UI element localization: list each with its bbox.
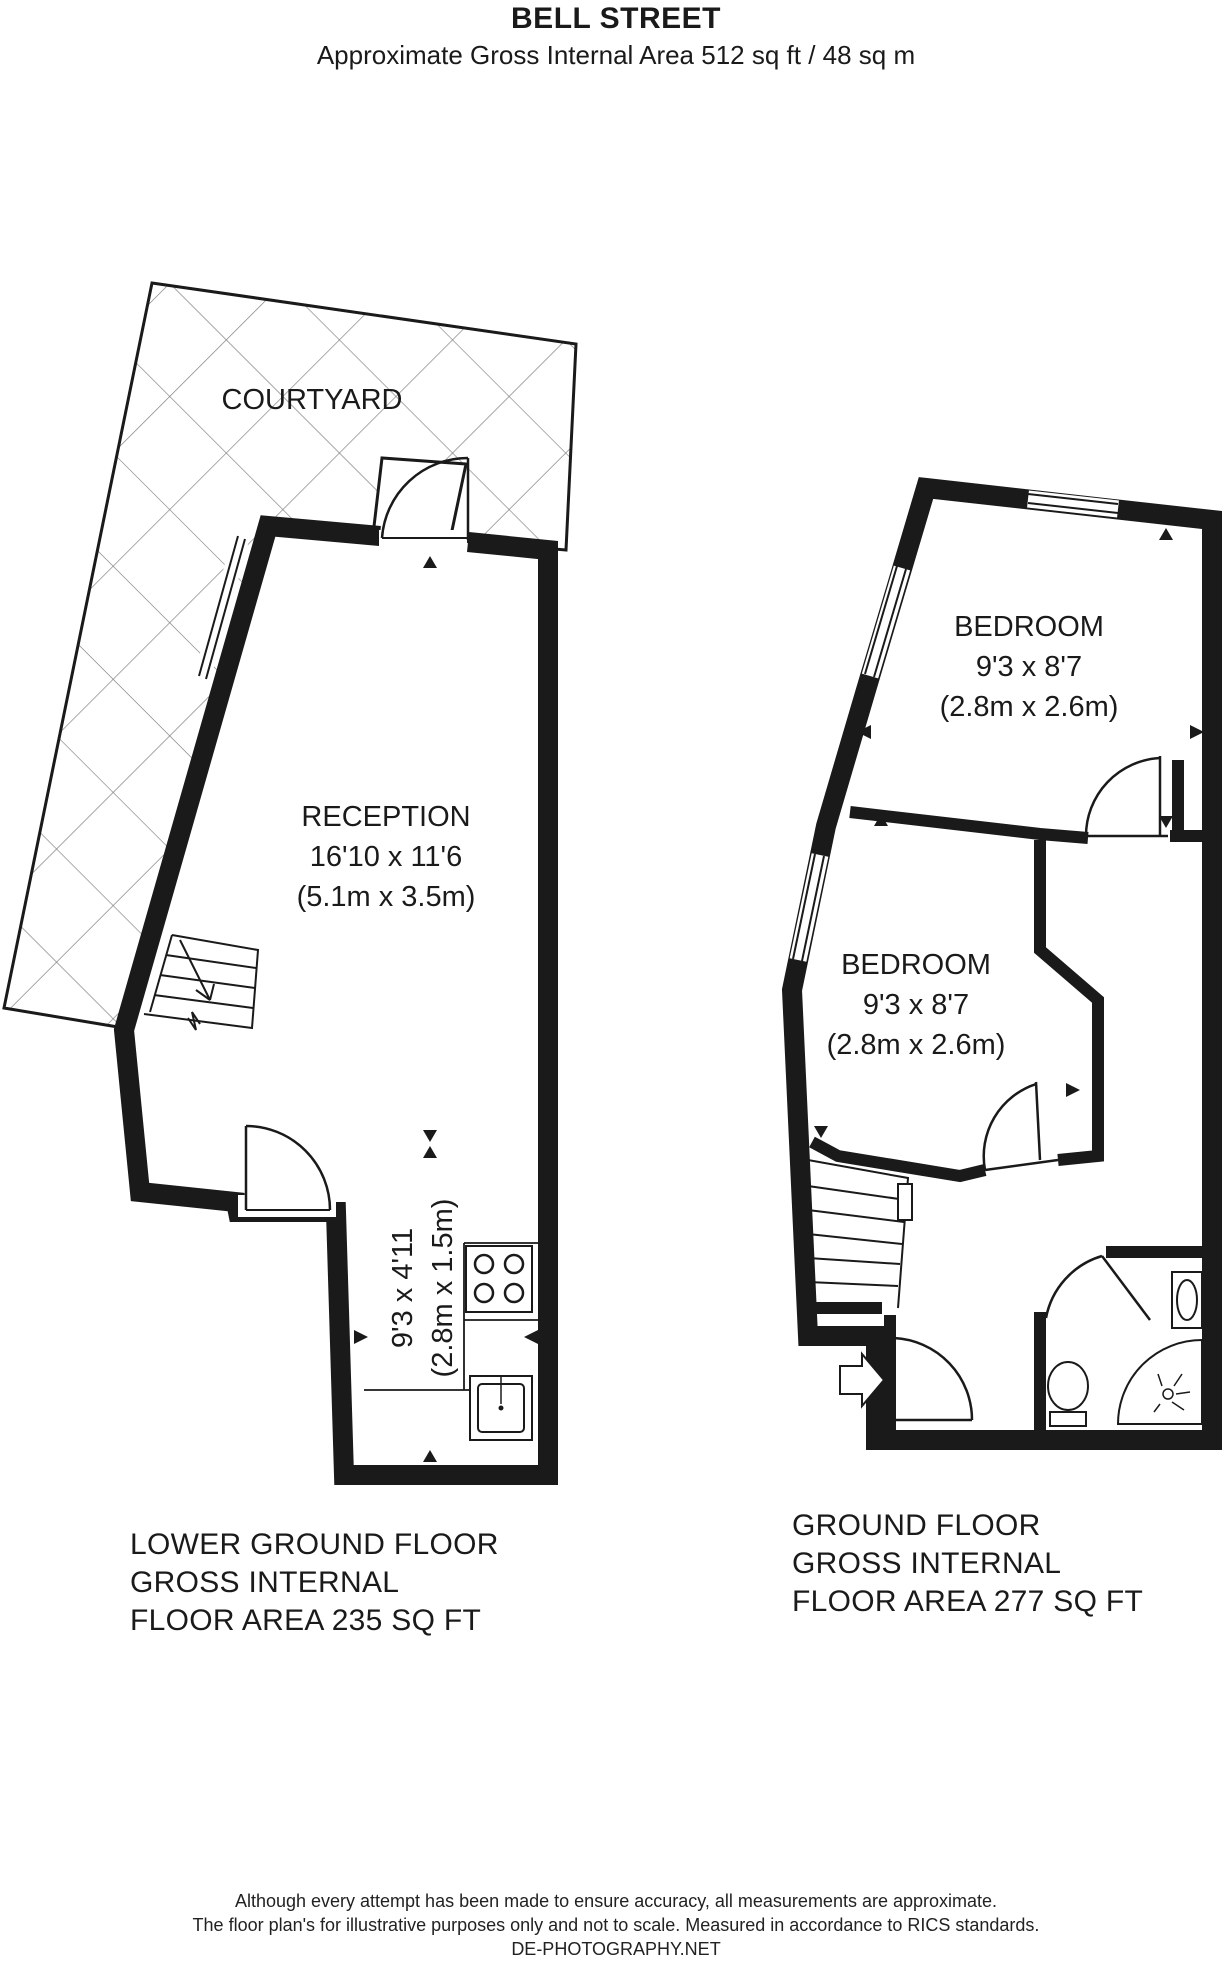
lower-floor-line3: FLOOR AREA 235 SQ FT [130, 1604, 482, 1637]
courtyard-door [379, 456, 470, 552]
bedroom1-top-window [1027, 490, 1119, 518]
reception-metric: (5.1m x 3.5m) [297, 881, 476, 913]
shower-icon [1116, 1338, 1203, 1425]
lower-floor-line2: GROSS INTERNAL [130, 1566, 400, 1599]
courtyard-area [2, 281, 578, 1030]
bathroom-door [1044, 1254, 1151, 1321]
bedroom1-side-window [861, 565, 911, 679]
ground-floor-outer-walls [781, 477, 1222, 1450]
bedroom2-imperial: 9'3 x 8'7 [863, 989, 969, 1021]
kitchen-sink-icon [469, 1375, 533, 1441]
ground-floor-interior-walls [802, 760, 1212, 1430]
bedroom1-label: BEDROOM [954, 611, 1104, 643]
disclaimer-website: DE-PHOTOGRAPHY.NET [511, 1939, 721, 1959]
kitchen-metric: (2.8m x 1.5m) [427, 1199, 459, 1378]
ground-floor-line1: GROUND FLOOR [792, 1509, 1041, 1542]
bedroom2-door [982, 1081, 1059, 1172]
disclaimer-line1: Although every attempt has been made to … [234, 1891, 998, 1911]
bedroom1-imperial: 9'3 x 8'7 [976, 651, 1082, 683]
ground-floor: BEDROOM 9'3 x 8'7 (2.8m x 2.6m) BEDROOM … [781, 477, 1222, 1450]
lower-floor-area-label: LOWER GROUND FLOOR GROSS INTERNAL FLOOR … [130, 1526, 499, 1640]
reception-label: RECEPTION [301, 801, 470, 833]
basin-icon [1171, 1271, 1203, 1329]
lower-floor-line1: LOWER GROUND FLOOR [130, 1528, 499, 1561]
bedroom1-door [1084, 756, 1168, 838]
ground-staircase [807, 1159, 913, 1309]
hob-icon [465, 1245, 533, 1313]
bathroom [1044, 1254, 1203, 1427]
ground-floor-line3: FLOOR AREA 277 SQ FT [792, 1585, 1144, 1618]
reception-imperial: 16'10 x 11'6 [310, 841, 462, 873]
toilet-icon [1047, 1361, 1089, 1427]
kitchen-imperial: 9'3 x 4'11 [387, 1228, 419, 1348]
lower-staircase [143, 934, 260, 1031]
bedroom2-metric: (2.8m x 2.6m) [827, 1029, 1006, 1061]
bedroom1-metric: (2.8m x 2.6m) [940, 691, 1119, 723]
reception-window [193, 531, 251, 681]
lower-entrance-door [238, 1124, 336, 1217]
gross-area-subtitle: Approximate Gross Internal Area 512 sq f… [316, 40, 916, 70]
bedroom-measure-arrows [790, 528, 1204, 1138]
lower-ground-floor: COURTYARD RECEPTION 16'10 x 11'6 (5.1m x… [2, 281, 578, 1485]
disclaimer-line2: The floor plan's for illustrative purpos… [192, 1915, 1040, 1935]
courtyard-label: COURTYARD [222, 384, 403, 416]
ground-floor-area-label: GROUND FLOOR GROSS INTERNAL FLOOR AREA 2… [792, 1507, 1143, 1621]
ground-entrance-door [892, 1336, 974, 1422]
entrance-arrow-icon [839, 1351, 886, 1409]
reception-measure-arrows [354, 556, 552, 1462]
ground-floor-line2: GROSS INTERNAL [792, 1547, 1062, 1580]
bedroom2-side-window [789, 853, 829, 962]
bedroom2-label: BEDROOM [841, 949, 991, 981]
plan-title: BELL STREET [511, 2, 721, 35]
